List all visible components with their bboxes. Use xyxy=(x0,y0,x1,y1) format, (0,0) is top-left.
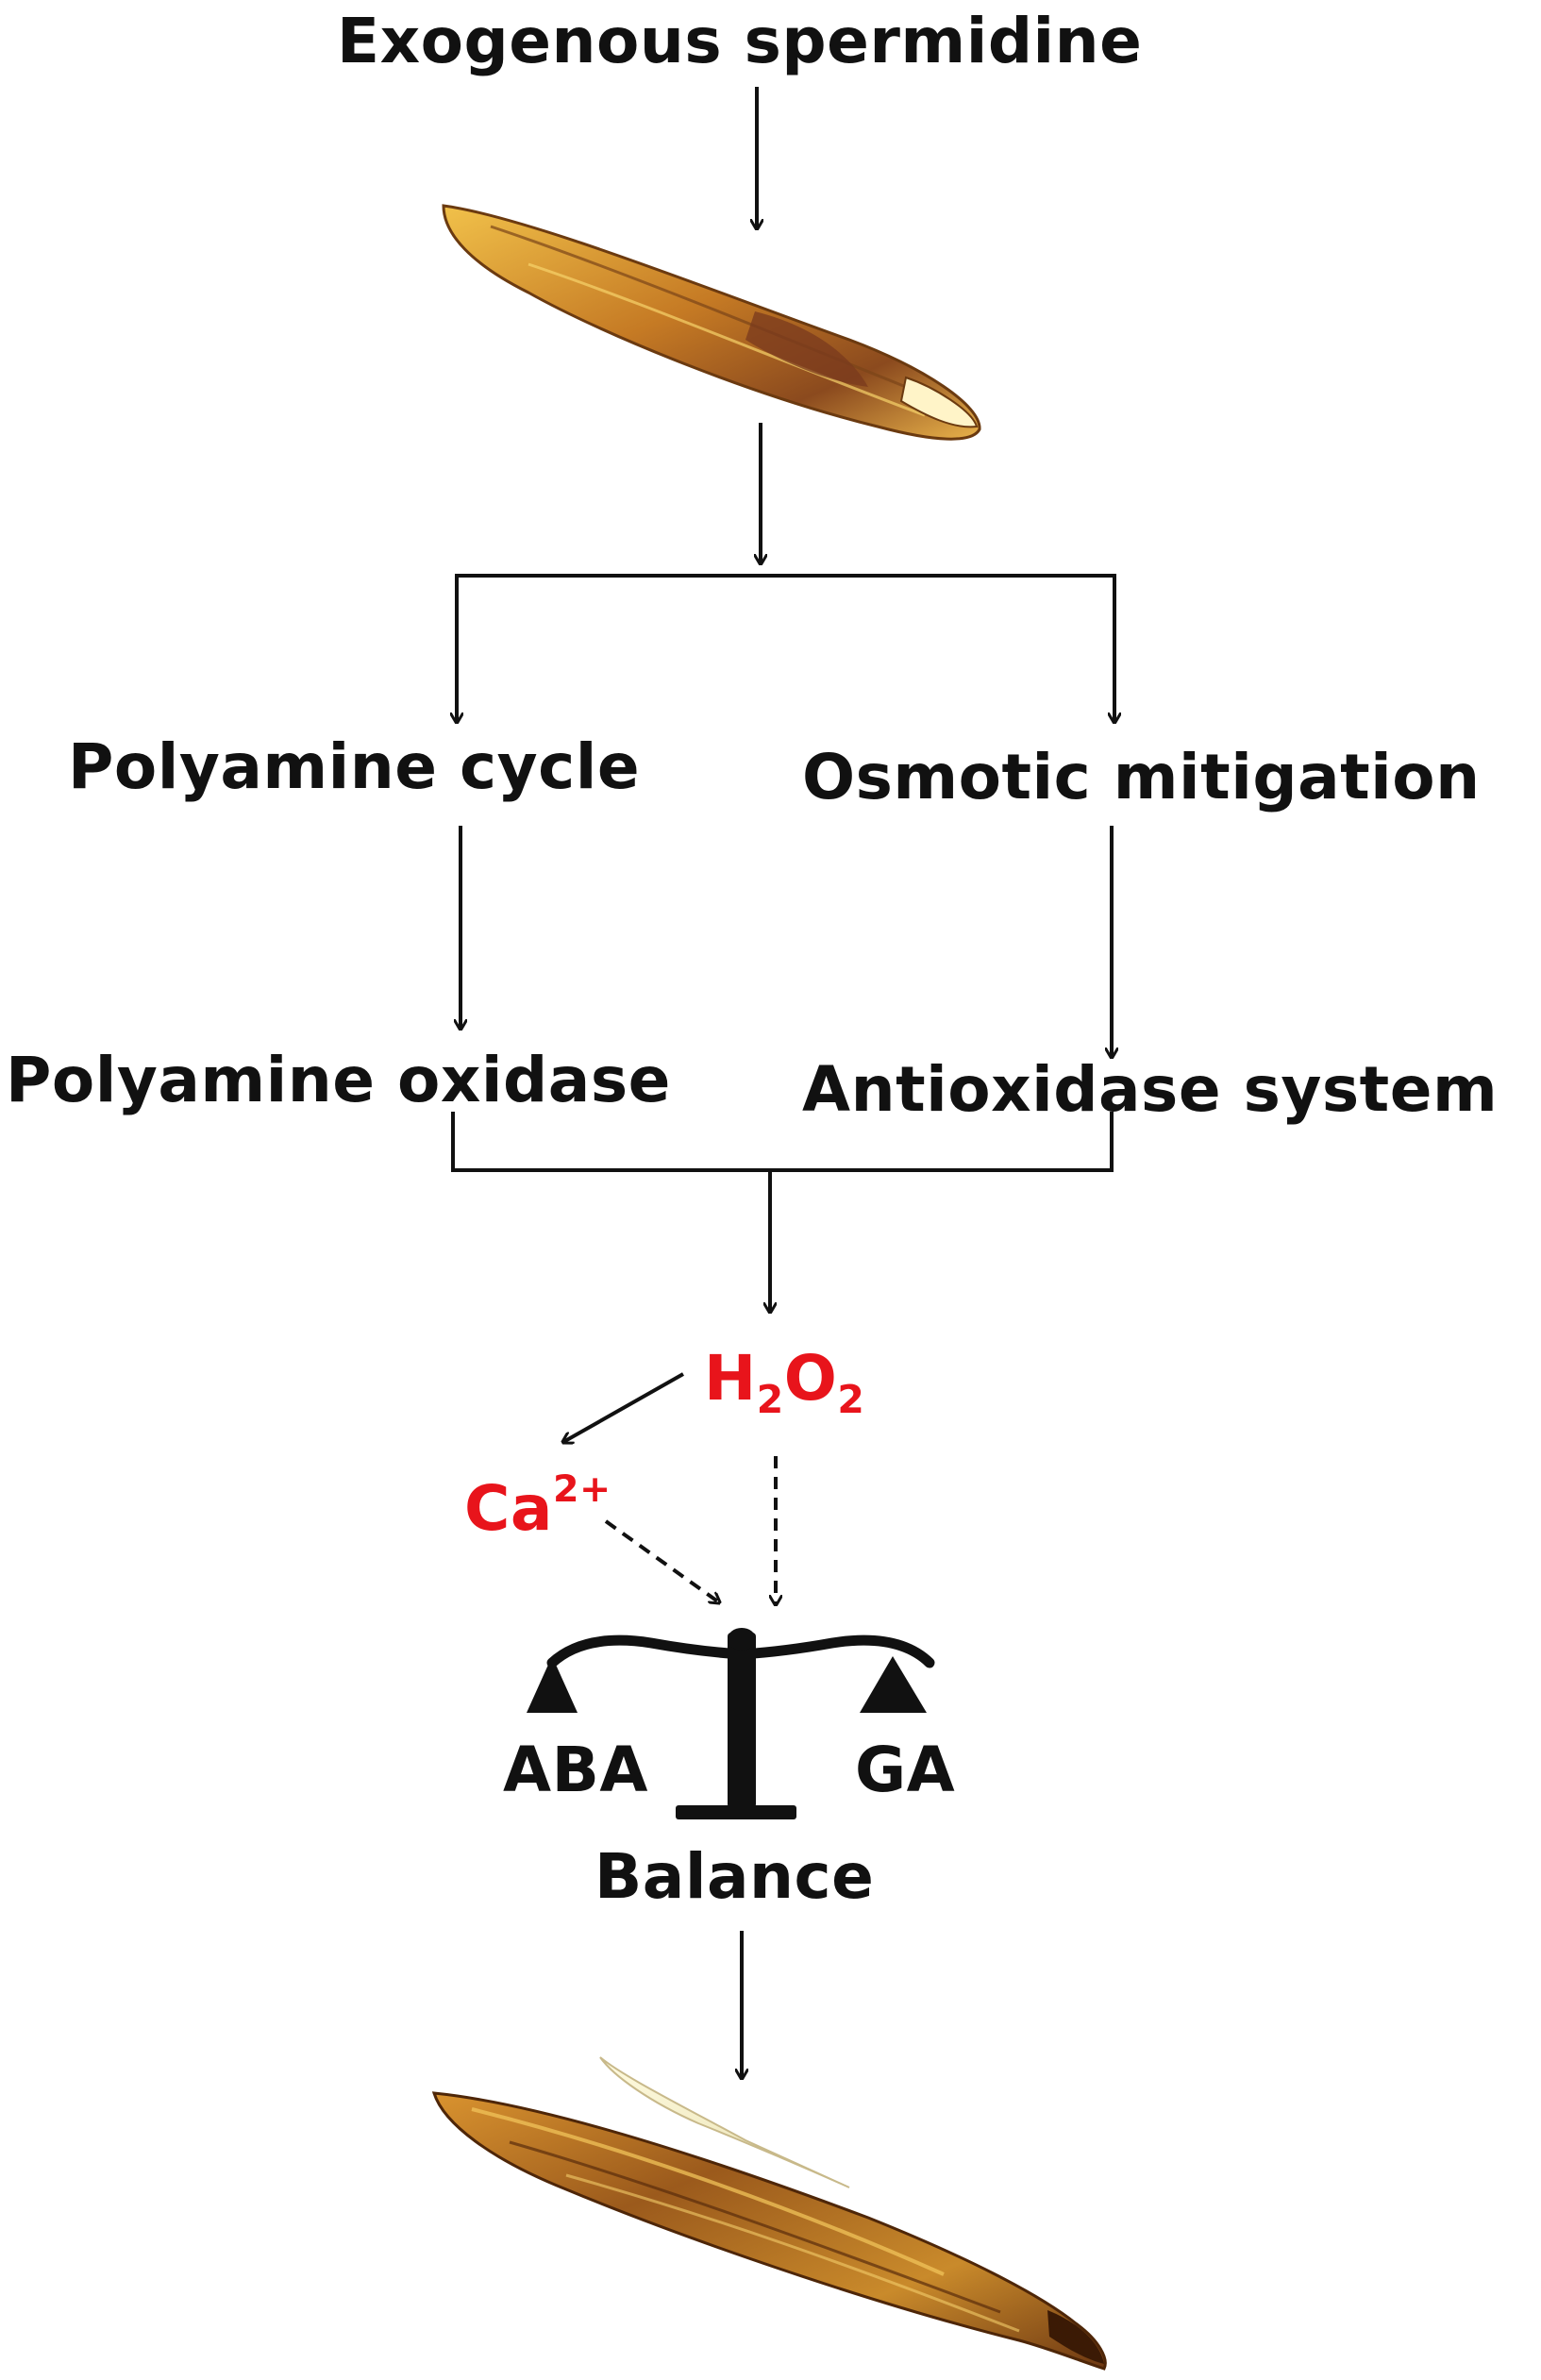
dashed-arrow-calcium-to-balance xyxy=(604,1519,719,1602)
ga-label: GA xyxy=(855,1734,956,1806)
balance-scale-icon xyxy=(527,1628,935,1819)
merge-bracket xyxy=(451,1112,1114,1172)
antioxidase-system-label: Antioxidase system xyxy=(802,1053,1499,1126)
exogenous-spermidine-label: Exogenous spermidine xyxy=(337,5,1143,77)
arrow-h2o2-to-calcium xyxy=(563,1372,684,1442)
polyamine-oxidase-label: Polyamine oxidase xyxy=(6,1044,671,1116)
split-bracket xyxy=(455,574,1116,629)
h2o2-label: H2O2 xyxy=(704,1342,865,1423)
osmotic-mitigation-label: Osmotic mitigation xyxy=(802,741,1481,813)
calcium-ion-label: Ca2+ xyxy=(464,1467,611,1545)
connectors xyxy=(453,87,1114,2078)
polyamine-cycle-label: Polyamine cycle xyxy=(68,730,641,803)
aba-label: ABA xyxy=(503,1734,648,1806)
dormant-seed-image xyxy=(442,204,981,441)
balance-label: Balance xyxy=(595,1840,875,1913)
germinating-seed-image xyxy=(431,2056,1107,2371)
